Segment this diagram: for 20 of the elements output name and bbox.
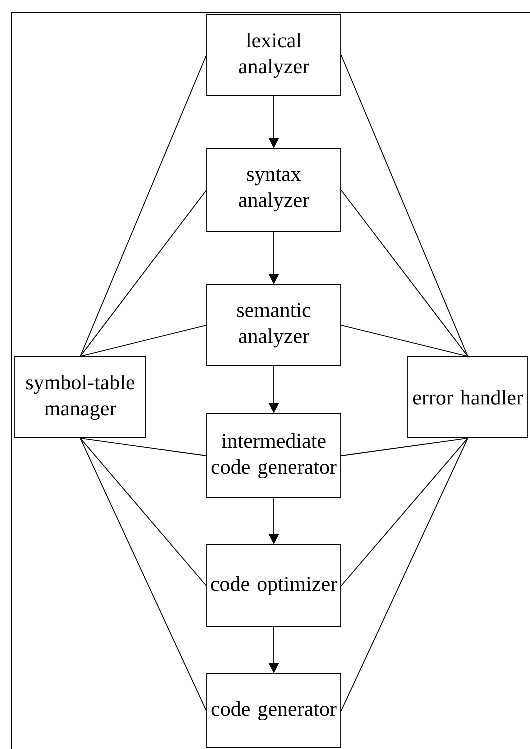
connector-line bbox=[341, 438, 468, 712]
module-box: intermediate code generator bbox=[206, 414, 342, 498]
connector-line bbox=[341, 55, 468, 357]
connector-line bbox=[80, 438, 207, 712]
module-box: lexical analyzer bbox=[206, 14, 342, 96]
connector-line bbox=[341, 190, 468, 357]
module-box: code generator bbox=[206, 674, 342, 748]
connector-line bbox=[80, 438, 207, 456]
connector-line bbox=[80, 190, 207, 357]
module-box: symbol-table manager bbox=[14, 356, 146, 438]
module-box: code optimizer bbox=[206, 544, 342, 628]
connector-line bbox=[341, 438, 468, 456]
connector-line bbox=[80, 55, 207, 357]
connector-line bbox=[80, 438, 207, 586]
module-box: syntax analyzer bbox=[206, 148, 342, 232]
connector-line bbox=[341, 438, 468, 586]
connector-line bbox=[341, 325, 468, 357]
module-box: error handler bbox=[408, 356, 528, 438]
connector-line bbox=[80, 325, 207, 357]
module-box: semantic analyzer bbox=[206, 284, 342, 366]
